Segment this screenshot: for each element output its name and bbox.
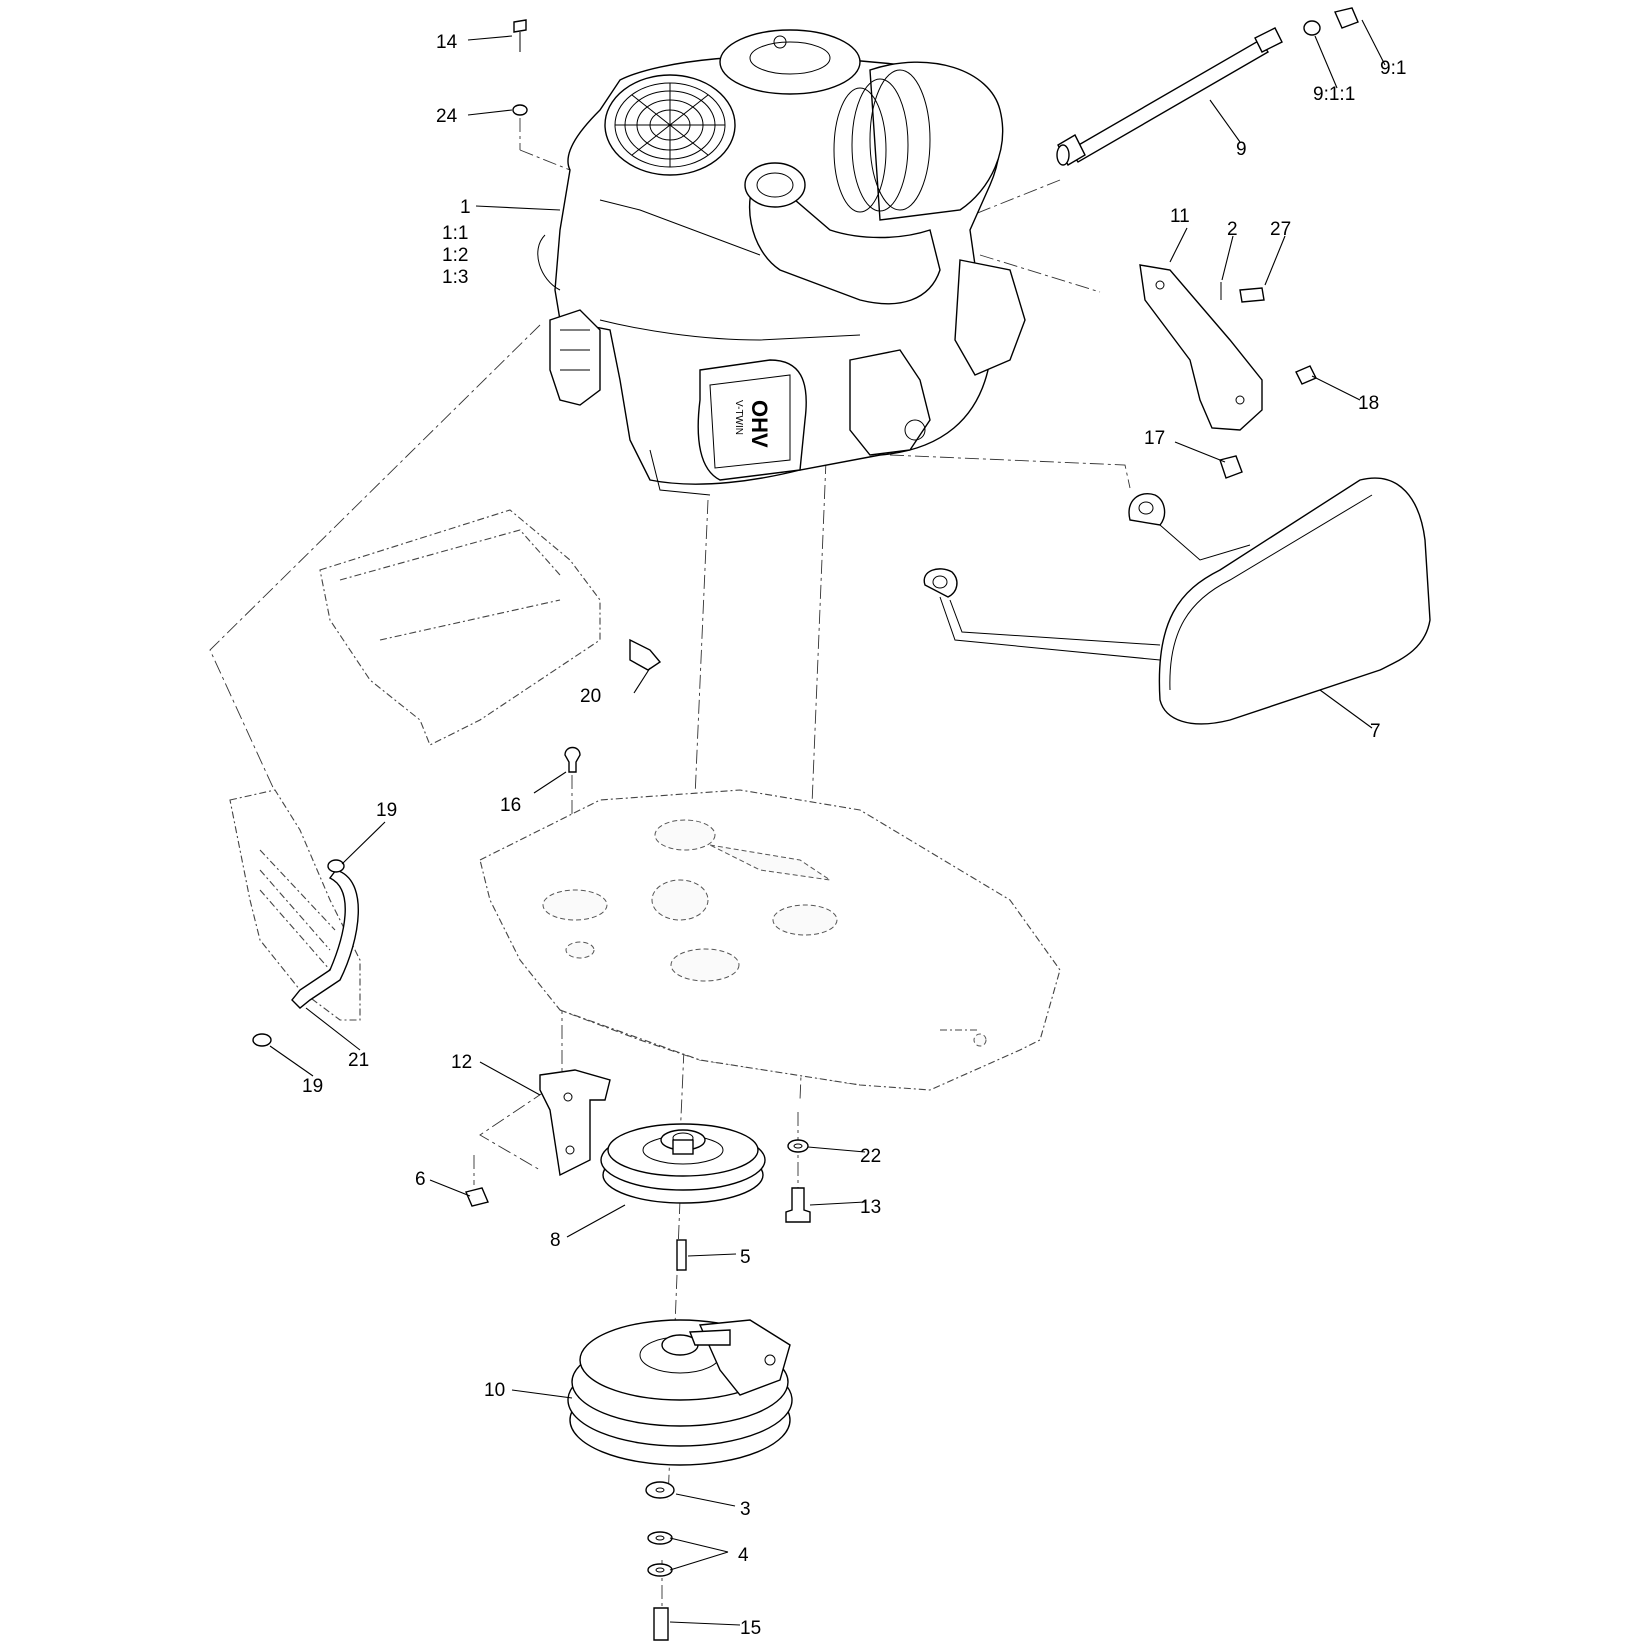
callout-2: 2 xyxy=(1227,219,1238,240)
ghost-grille xyxy=(229,789,361,1021)
callout-9-1: 9:1 xyxy=(1380,58,1406,79)
fuel-hose-21 xyxy=(291,869,359,1009)
callout-14: 14 xyxy=(436,32,458,53)
flange-nut-6 xyxy=(465,1187,489,1207)
callout-19-lower: 19 xyxy=(302,1076,323,1097)
callout-1-2: 1:2 xyxy=(442,245,468,266)
carriage-bolt-16 xyxy=(564,746,581,773)
callout-1-3: 1:3 xyxy=(442,267,468,288)
valve-cover-subtext: V-TWIN xyxy=(733,400,744,435)
ghost-shroud xyxy=(319,509,662,746)
callout-24: 24 xyxy=(436,106,458,127)
intake-elbow xyxy=(748,168,941,305)
callout-6: 6 xyxy=(415,1169,426,1190)
muffler-bracket xyxy=(1139,264,1263,431)
hose-clamp-upper xyxy=(327,859,345,873)
bolt-13 xyxy=(785,1187,811,1223)
engine-pulley-8 xyxy=(600,1123,766,1204)
bolt-15 xyxy=(653,1607,669,1641)
electric-clutch-10 xyxy=(567,1319,793,1466)
muffler xyxy=(923,477,1431,725)
callout-10: 10 xyxy=(484,1380,505,1401)
dipstick-tube xyxy=(1056,7,1359,166)
flywheel-screen xyxy=(614,82,726,168)
callout-9: 9 xyxy=(1236,139,1247,160)
callout-labels: 14 24 1 1:1 1:2 1:3 9:1 9:1:1 9 11 2 27 … xyxy=(302,32,1406,1639)
callout-3: 3 xyxy=(740,1499,751,1520)
callout-13: 13 xyxy=(860,1197,881,1218)
callout-1: 1 xyxy=(460,197,471,218)
carburetor xyxy=(849,349,931,456)
bolt-18 xyxy=(1295,365,1317,385)
idler-bracket-12 xyxy=(539,1069,611,1177)
valve-cover xyxy=(697,359,807,481)
callout-5: 5 xyxy=(740,1247,751,1268)
callout-16: 16 xyxy=(500,795,521,816)
valve-cover-text: OHV xyxy=(747,400,772,448)
callout-11: 11 xyxy=(1170,206,1190,227)
starter-motor xyxy=(549,309,601,406)
washer-4-upper xyxy=(647,1531,673,1545)
spacer-3 xyxy=(645,1481,675,1499)
engine-assembly: OHV V-TWIN xyxy=(537,29,1026,496)
hose-clamp-lower xyxy=(252,1033,272,1047)
callout-4: 4 xyxy=(738,1545,749,1566)
dipstick-cap xyxy=(1334,7,1359,29)
bolt-14 xyxy=(513,19,527,33)
callout-7: 7 xyxy=(1370,721,1381,742)
callout-1-1: 1:1 xyxy=(442,223,468,244)
washer-22 xyxy=(787,1139,809,1153)
washer-4-lower xyxy=(647,1563,673,1577)
dipstick-seal-ring xyxy=(1303,20,1321,36)
bolt-27 xyxy=(1239,287,1265,303)
callout-27: 27 xyxy=(1270,219,1291,240)
callout-8: 8 xyxy=(550,1230,561,1251)
air-cleaner-cover xyxy=(719,29,861,95)
key-5 xyxy=(676,1239,687,1271)
engine-bracket-right xyxy=(954,259,1026,376)
nut-17 xyxy=(1219,455,1243,479)
callout-9-1-1: 9:1:1 xyxy=(1313,84,1355,105)
callout-21: 21 xyxy=(348,1050,369,1071)
callout-17: 17 xyxy=(1144,428,1165,449)
callout-20: 20 xyxy=(580,686,601,707)
grommet-20 xyxy=(629,638,662,671)
leader-lines xyxy=(269,19,1386,1626)
ghost-deck-plate xyxy=(479,789,1061,1091)
callout-15: 15 xyxy=(740,1618,761,1639)
callout-22: 22 xyxy=(860,1146,881,1167)
callout-18: 18 xyxy=(1358,393,1379,414)
callout-19-upper: 19 xyxy=(376,800,397,821)
washer-24 xyxy=(512,104,528,116)
callout-12: 12 xyxy=(451,1052,472,1073)
